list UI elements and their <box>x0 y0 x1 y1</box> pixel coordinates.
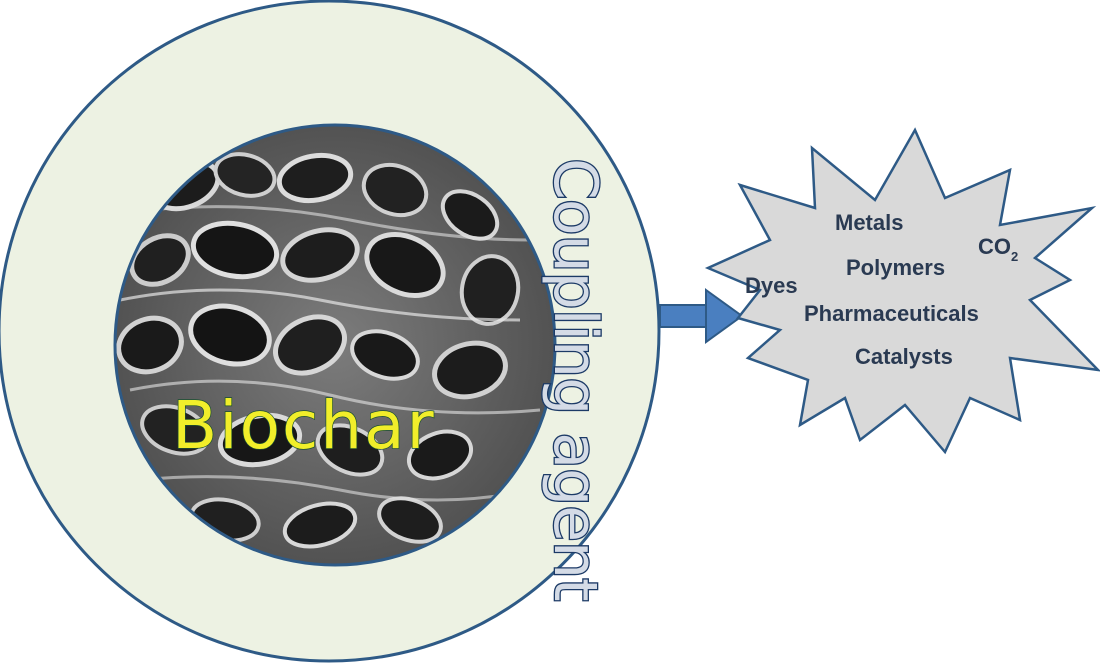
arrow-right <box>659 288 744 344</box>
target-metals: Metals <box>835 210 903 235</box>
biochar-core-outline <box>113 123 557 567</box>
target-co2-subscript: 2 <box>1011 249 1018 264</box>
targets-starburst <box>704 127 1100 455</box>
target-co2: CO2 <box>978 234 1018 264</box>
target-polymers: Polymers <box>846 255 945 280</box>
target-pharmaceuticals: Pharmaceuticals <box>804 301 979 326</box>
biochar-label: Biochar <box>172 387 436 464</box>
target-co2-main: CO <box>978 234 1011 259</box>
coupling-agent-label: Coupling agent <box>540 158 610 601</box>
biochar-pores <box>116 152 541 549</box>
target-catalysts: Catalysts <box>855 344 953 369</box>
target-dyes: Dyes <box>745 273 798 298</box>
biochar-core <box>113 123 557 567</box>
